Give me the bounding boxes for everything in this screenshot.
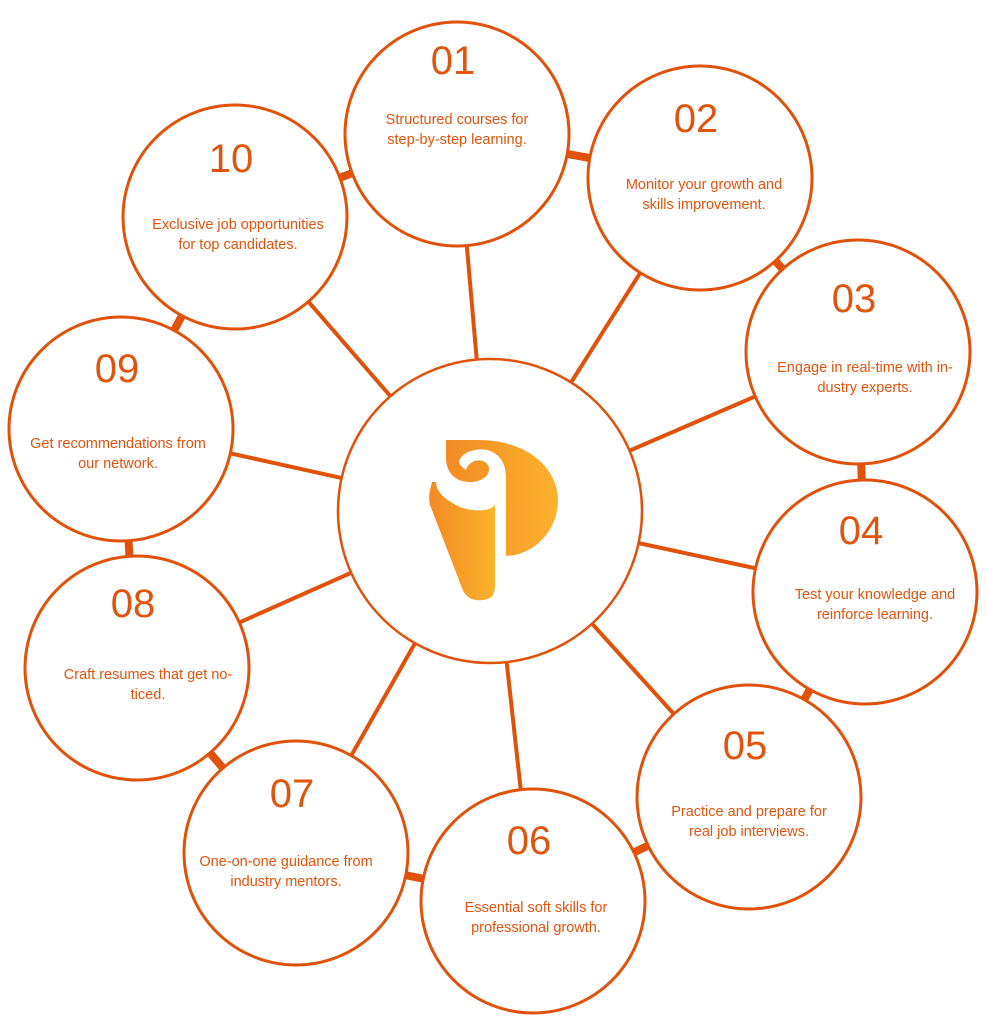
item-number: 01	[431, 39, 476, 83]
item-description-line: real job interviews.	[689, 824, 809, 840]
item-number: 07	[270, 772, 315, 816]
item-description-line: ticed.	[131, 687, 166, 703]
item-number: 04	[839, 509, 884, 553]
item-description-line: Essential soft skills for	[465, 900, 608, 916]
item-description-line: dustry experts.	[817, 380, 912, 396]
item-circle	[23, 554, 251, 782]
item-description-line: Structured courses for	[386, 112, 529, 128]
item-description-line: Craft resumes that get no-	[64, 667, 233, 683]
item-circle	[121, 103, 349, 331]
item-circle	[744, 238, 972, 466]
item-description-line: for top candidates.	[178, 237, 297, 253]
brand-logo-icon	[429, 440, 558, 601]
item-circle	[751, 478, 979, 706]
item-description-line: Get recommendations from	[30, 436, 206, 452]
item-circle	[635, 683, 863, 911]
item-description-line: industry mentors.	[230, 874, 341, 890]
item-number: 05	[723, 724, 768, 768]
item-description-line: skills improvement.	[642, 197, 765, 213]
item-description-line: step-by-step learning.	[387, 132, 526, 148]
item-circle	[7, 315, 235, 543]
item-description-line: professional growth.	[471, 920, 601, 936]
item-description-line: Test your knowledge and	[795, 587, 955, 603]
item-number: 03	[832, 277, 877, 321]
item-description-line: Practice and prepare for	[671, 804, 827, 820]
item-circle	[586, 64, 814, 292]
item-circle	[182, 739, 410, 967]
item-circle	[419, 787, 647, 1015]
item-number: 06	[507, 819, 552, 863]
item-description-line: Exclusive job opportunities	[152, 217, 324, 233]
item-description-line: our network.	[78, 456, 158, 472]
item-circle	[343, 20, 571, 248]
item-number: 08	[111, 582, 156, 626]
center-hub	[336, 357, 644, 665]
item-number: 09	[95, 347, 140, 391]
item-description-line: Engage in real-time with in-	[777, 360, 953, 376]
item-description-line: One-on-one guidance from	[199, 854, 372, 870]
item-description-line: reinforce learning.	[817, 607, 933, 623]
item-number: 10	[209, 137, 254, 181]
item-number: 02	[674, 97, 719, 141]
item-description-line: Monitor your growth and	[626, 177, 782, 193]
